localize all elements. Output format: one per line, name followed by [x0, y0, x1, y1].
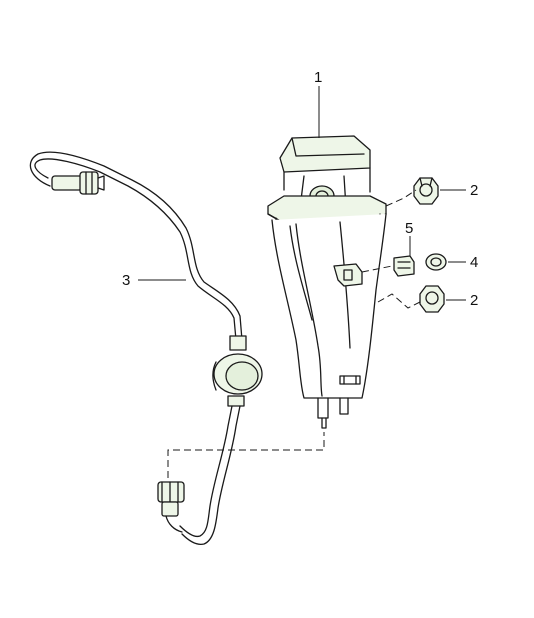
callout-nut-lower: 2: [470, 292, 478, 309]
hose-upper-connector: [51, 171, 105, 195]
leader-lines: [138, 86, 466, 478]
callout-hose: 3: [122, 272, 130, 289]
callout-canister: 1: [314, 69, 322, 86]
nut-lower: [419, 285, 445, 313]
canister: [267, 135, 387, 429]
callout-numbers: 1 2 5 4 2 3: [122, 69, 478, 309]
callout-nut-upper: 2: [470, 182, 478, 199]
hose-valve: [212, 335, 263, 407]
grommet: [425, 253, 447, 271]
nut-upper: [413, 177, 439, 205]
callout-grommet: 4: [470, 254, 478, 271]
callout-clip: 5: [405, 220, 413, 237]
hose-assembly: [29, 151, 263, 546]
clip: [393, 255, 415, 277]
hose-lower-connector: [157, 481, 185, 533]
